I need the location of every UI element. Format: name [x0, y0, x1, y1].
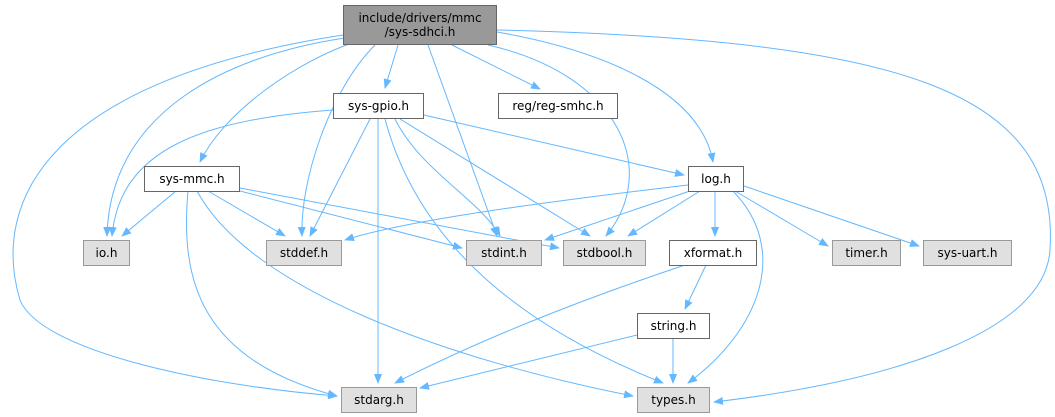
- node-types-h[interactable]: types.h: [637, 387, 710, 413]
- node-sys-sdhci-h[interactable]: include/drivers/mmc /sys-sdhci.h: [343, 5, 497, 45]
- edge-root-to-stdbool: [487, 44, 630, 237]
- edge-root-to-sys_gpio: [383, 44, 399, 89]
- node-stdbool-h[interactable]: stdbool.h: [563, 240, 646, 266]
- edge-sys_gpio-to-types: [384, 118, 664, 384]
- edge-root-to-reg_smhc: [451, 44, 541, 90]
- edge-root-to-stdint: [427, 44, 498, 237]
- node-stddef-h[interactable]: stddef.h: [266, 240, 342, 266]
- edge-root-to-sys_mmc: [199, 41, 356, 163]
- edge-sys_mmc-to-stdint: [239, 190, 463, 250]
- edge-root-to-log: [496, 31, 716, 163]
- node-string-h[interactable]: string.h: [637, 313, 710, 339]
- edge-sys_gpio-to-stddef: [309, 118, 371, 237]
- edge-sys_gpio-to-stdint: [394, 118, 501, 237]
- node-sys-mmc-h[interactable]: sys-mmc.h: [144, 166, 240, 192]
- node-sys-uart-h[interactable]: sys-uart.h: [923, 240, 1012, 266]
- edge-root-to-stddef: [297, 44, 376, 237]
- root-label-line2: /sys-sdhci.h: [384, 25, 456, 39]
- root-label-line1: include/drivers/mmc: [358, 11, 482, 25]
- edge-log-to-stddef: [344, 184, 689, 242]
- node-io-h[interactable]: io.h: [83, 240, 130, 266]
- edge-xformat-to-stdarg: [394, 264, 686, 384]
- node-stdint-h[interactable]: stdint.h: [466, 240, 542, 266]
- edge-root-to-stdarg: [12, 34, 344, 400]
- edge-root-to-types: [496, 29, 1051, 405]
- edge-sys_mmc-to-stdbool: [239, 187, 560, 251]
- edge-string-to-stdarg: [419, 334, 638, 390]
- edge-sys_mmc-to-types: [196, 190, 634, 399]
- edge-sys_gpio-to-log: [423, 114, 685, 177]
- edge-log-to-sys_uart: [743, 185, 920, 247]
- node-xformat-h[interactable]: xformat.h: [669, 240, 757, 266]
- node-stdarg-h[interactable]: stdarg.h: [341, 387, 417, 413]
- node-timer-h[interactable]: timer.h: [832, 240, 901, 266]
- edge-xformat-to-string: [684, 264, 707, 310]
- edge-log-to-types: [687, 190, 764, 384]
- edge-sys_mmc-to-stdarg: [185, 190, 338, 398]
- edge-log-to-stdbool: [627, 190, 701, 237]
- node-reg-smhc-h[interactable]: reg/reg-smhc.h: [498, 93, 618, 119]
- node-log-h[interactable]: log.h: [688, 166, 744, 192]
- edge-sys_gpio-to-stdbool: [399, 118, 591, 237]
- edge-root-to-io: [103, 37, 346, 237]
- node-sys-gpio-h[interactable]: sys-gpio.h: [333, 93, 424, 119]
- edge-log-to-timer: [734, 190, 829, 247]
- edge-sys_mmc-to-io: [121, 190, 177, 237]
- edge-log-to-stdint: [544, 190, 691, 241]
- edge-sys_mmc-to-stddef: [207, 190, 286, 237]
- edge-sys_gpio-to-io: [108, 109, 334, 237]
